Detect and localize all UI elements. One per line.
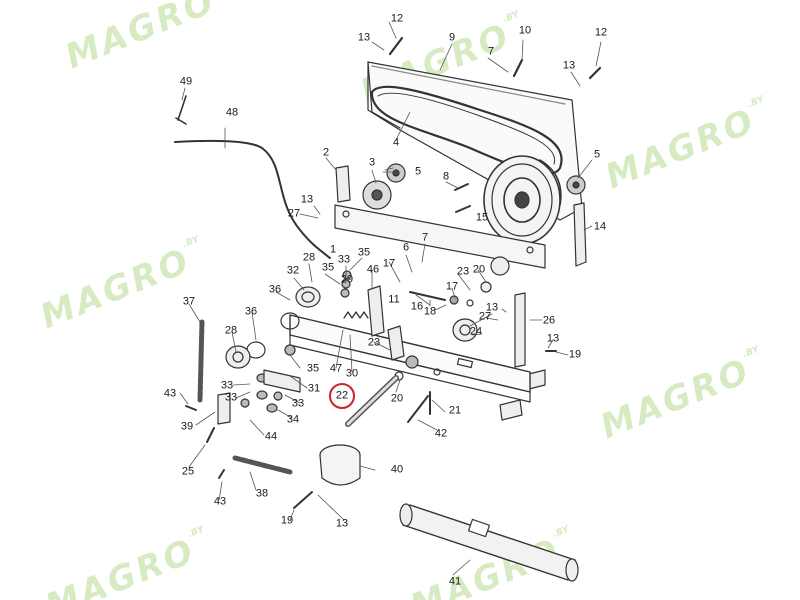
- part-label-44: 44: [264, 430, 278, 443]
- bracket: [335, 165, 351, 203]
- part-label-35: 35: [357, 246, 371, 259]
- part-label-27: 27: [478, 310, 492, 323]
- part-label-20: 20: [472, 263, 486, 276]
- part-label-13: 13: [485, 301, 499, 314]
- part-label-17: 17: [445, 280, 459, 293]
- bearing-36a: [280, 312, 300, 330]
- bearing-24: [452, 318, 478, 342]
- part-label-33: 33: [291, 397, 305, 410]
- part-label-12: 12: [594, 26, 608, 39]
- part-label-31: 31: [307, 382, 321, 395]
- part-label-36: 36: [268, 283, 282, 296]
- part-label-32: 32: [286, 264, 300, 277]
- part-label-16: 16: [410, 300, 424, 313]
- highlight-circle: [329, 383, 355, 409]
- part-label-35: 35: [306, 362, 320, 375]
- part-label-49: 49: [179, 75, 193, 88]
- part-label-42: 42: [434, 427, 448, 440]
- bolt-12a: [388, 36, 404, 56]
- part-label-23: 23: [367, 336, 381, 349]
- part-label-7: 7: [487, 45, 495, 58]
- clamp-plate: [367, 285, 385, 337]
- part-label-4: 4: [392, 136, 400, 149]
- part-label-19: 19: [280, 514, 294, 527]
- drive-chain: [197, 319, 205, 403]
- pto-shaft: [402, 504, 576, 581]
- part-label-20: 20: [390, 392, 404, 405]
- part-label-21: 21: [448, 404, 462, 417]
- part-label-13: 13: [562, 59, 576, 72]
- part-label-7: 7: [421, 231, 429, 244]
- part-label-14: 14: [593, 220, 607, 233]
- part-label-1: 1: [329, 243, 337, 256]
- part-label-39: 39: [180, 420, 194, 433]
- bearing-32: [295, 286, 321, 308]
- part-label-12: 12: [390, 12, 404, 25]
- part-label-17: 17: [382, 257, 396, 270]
- part-label-5: 5: [593, 148, 601, 161]
- part-label-27: 27: [287, 207, 301, 220]
- part-label-5: 5: [414, 165, 422, 178]
- part-label-30: 30: [345, 367, 359, 380]
- part-label-43: 43: [163, 387, 177, 400]
- tension-spring: [343, 311, 369, 319]
- bolt-42: [407, 395, 429, 423]
- part-label-23: 23: [456, 265, 470, 278]
- part-label-37: 37: [182, 295, 196, 308]
- part-label-13: 13: [335, 517, 349, 530]
- part-label-28: 28: [302, 251, 316, 264]
- upright-post: [514, 292, 526, 368]
- part-label-2: 2: [322, 146, 330, 159]
- part-label-43: 43: [213, 495, 227, 508]
- part-label-3: 3: [368, 156, 376, 169]
- part-label-40: 40: [390, 463, 404, 476]
- part-label-9: 9: [448, 31, 456, 44]
- tension-bracket: [573, 202, 587, 267]
- drive-belt: [370, 85, 563, 176]
- part-label-46: 46: [366, 263, 380, 276]
- part-label-8: 8: [442, 170, 450, 183]
- adjust-bolt: [409, 291, 446, 301]
- part-label-33: 33: [220, 379, 234, 392]
- chain-segment: [232, 455, 293, 475]
- part-label-24: 24: [469, 325, 483, 338]
- cable: [174, 139, 331, 259]
- part-label-13: 13: [546, 332, 560, 345]
- sprocket-bracket: [217, 392, 231, 425]
- part-label-47: 47: [329, 362, 343, 375]
- part-label-35: 35: [321, 261, 335, 274]
- part-label-38: 38: [255, 487, 269, 500]
- part-label-36: 36: [244, 305, 258, 318]
- part-label-25: 25: [181, 465, 195, 478]
- leader-lines: [179, 21, 602, 576]
- part-label-26: 26: [542, 314, 556, 327]
- part-label-6: 6: [402, 241, 410, 254]
- bolt-8: [454, 183, 471, 213]
- part-label-19: 19: [568, 348, 582, 361]
- part-label-15: 15: [475, 211, 489, 224]
- part-label-34: 34: [286, 413, 300, 426]
- part-label-22: 22: [335, 389, 349, 402]
- part-label-18: 18: [423, 305, 437, 318]
- part-label-13: 13: [300, 193, 314, 206]
- bolt-12b: [588, 66, 602, 80]
- part-label-41: 41: [448, 575, 462, 588]
- part-label-10: 10: [518, 24, 532, 37]
- bolt-10: [512, 58, 524, 78]
- mounting-plate: [334, 204, 546, 269]
- part-label-29: 29: [340, 273, 354, 286]
- part-label-13: 13: [357, 31, 371, 44]
- part-label-11: 11: [388, 293, 400, 306]
- part-label-48: 48: [225, 106, 239, 119]
- clip: [175, 95, 187, 125]
- part-label-28: 28: [224, 324, 238, 337]
- bearing-31: [225, 345, 251, 369]
- part-label-33: 33: [337, 253, 351, 266]
- part-label-33: 33: [224, 391, 238, 404]
